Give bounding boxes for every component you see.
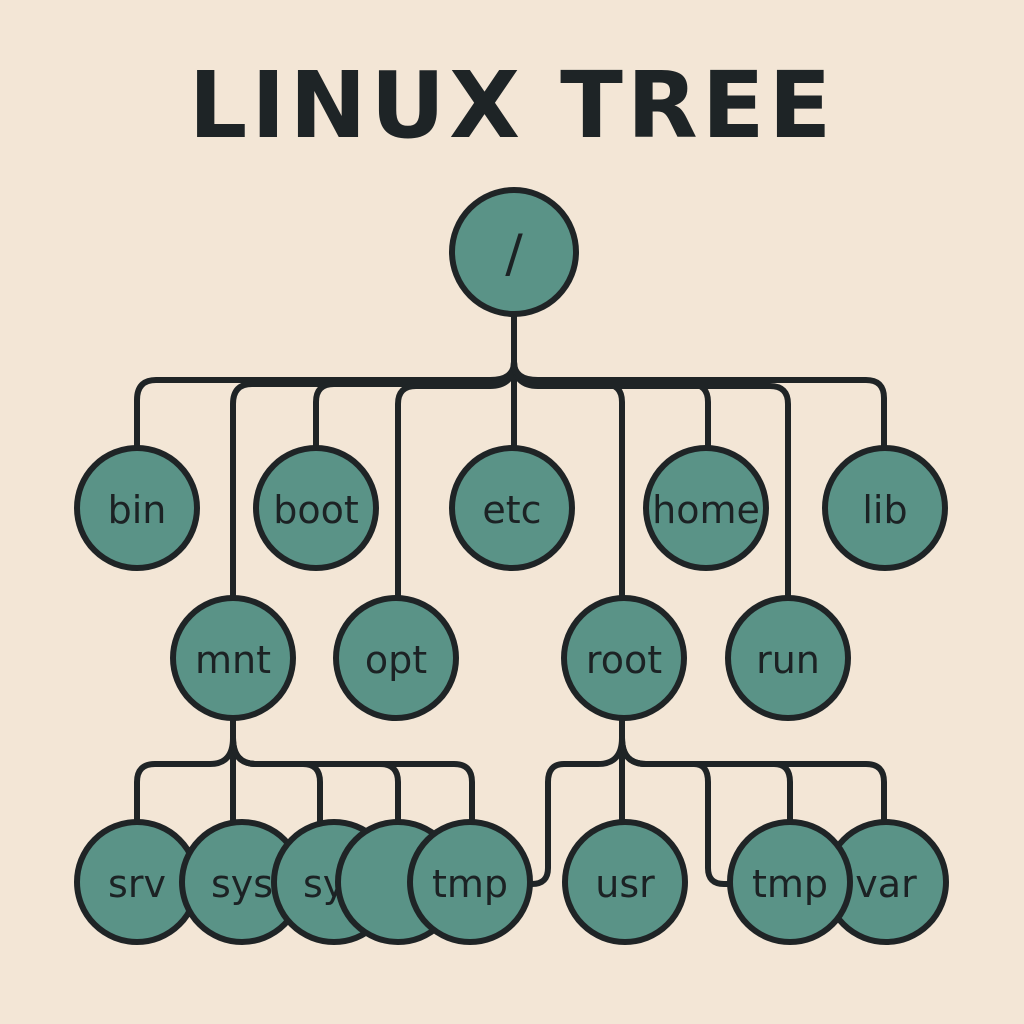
node-home-circle	[643, 445, 769, 571]
node-bin-label: bin	[108, 488, 167, 532]
node-lib: lib	[822, 445, 948, 571]
edge-root-to-tmp1	[529, 735, 625, 887]
node-srv-label: srv	[108, 862, 166, 906]
node-root-dir-label: root	[586, 638, 662, 682]
node-mnt-circle	[170, 595, 296, 721]
node-mnt: mnt	[170, 595, 296, 721]
node-usr-label: usr	[595, 862, 655, 906]
node-var-label: var	[855, 862, 917, 906]
edge-var	[619, 735, 887, 825]
node-opt-circle	[333, 595, 459, 721]
tree-edges	[134, 307, 887, 887]
node-etc-circle	[449, 445, 575, 571]
node-usr-circle	[562, 819, 688, 945]
node-boot-circle	[253, 445, 379, 571]
node-boot: boot	[253, 445, 379, 571]
node-sys-1-label: sys	[211, 862, 273, 906]
edge-boot	[313, 359, 517, 451]
edge-sys2	[230, 735, 323, 825]
node-home-label: home	[652, 488, 760, 532]
node-root-label: /	[505, 224, 523, 284]
edge-tmp1	[230, 735, 475, 825]
node-etc-label: etc	[482, 488, 541, 532]
node-tmp-1-circle	[407, 819, 533, 945]
node-tmp-2-label: tmp	[752, 862, 828, 906]
node-bin-circle	[74, 445, 200, 571]
node-usr: usr	[562, 819, 688, 945]
node-root-dir-circle	[561, 595, 687, 721]
node-var: var	[823, 819, 949, 945]
node-sys-1: sys	[179, 819, 305, 945]
node-opt-label: opt	[365, 638, 427, 682]
node-lib-circle	[822, 445, 948, 571]
node-opt: opt	[333, 595, 459, 721]
node-tmp-2: tmp	[727, 819, 853, 945]
node-etc: etc	[449, 445, 575, 571]
node-root-dir: root	[561, 595, 687, 721]
diagram-title: LINUX TREE	[188, 52, 836, 159]
node-run: run	[725, 595, 851, 721]
node-tmp-1: tmp	[407, 819, 533, 945]
node-boot-label: boot	[273, 488, 359, 532]
node-root: /	[449, 187, 579, 317]
edge-home	[511, 359, 711, 451]
node-run-circle	[725, 595, 851, 721]
node-tmp-2-circle	[727, 819, 853, 945]
node-mnt-label: mnt	[195, 638, 271, 682]
node-root-circle	[449, 187, 579, 317]
edge-blank	[230, 735, 401, 825]
node-lib-label: lib	[862, 488, 907, 532]
node-run-label: run	[756, 638, 820, 682]
edge-bin	[134, 359, 517, 451]
edge-lib	[511, 359, 887, 451]
edge-srv	[134, 735, 236, 825]
node-tmp-1-label: tmp	[432, 862, 508, 906]
node-bin: bin	[74, 445, 200, 571]
node-home: home	[643, 445, 769, 571]
